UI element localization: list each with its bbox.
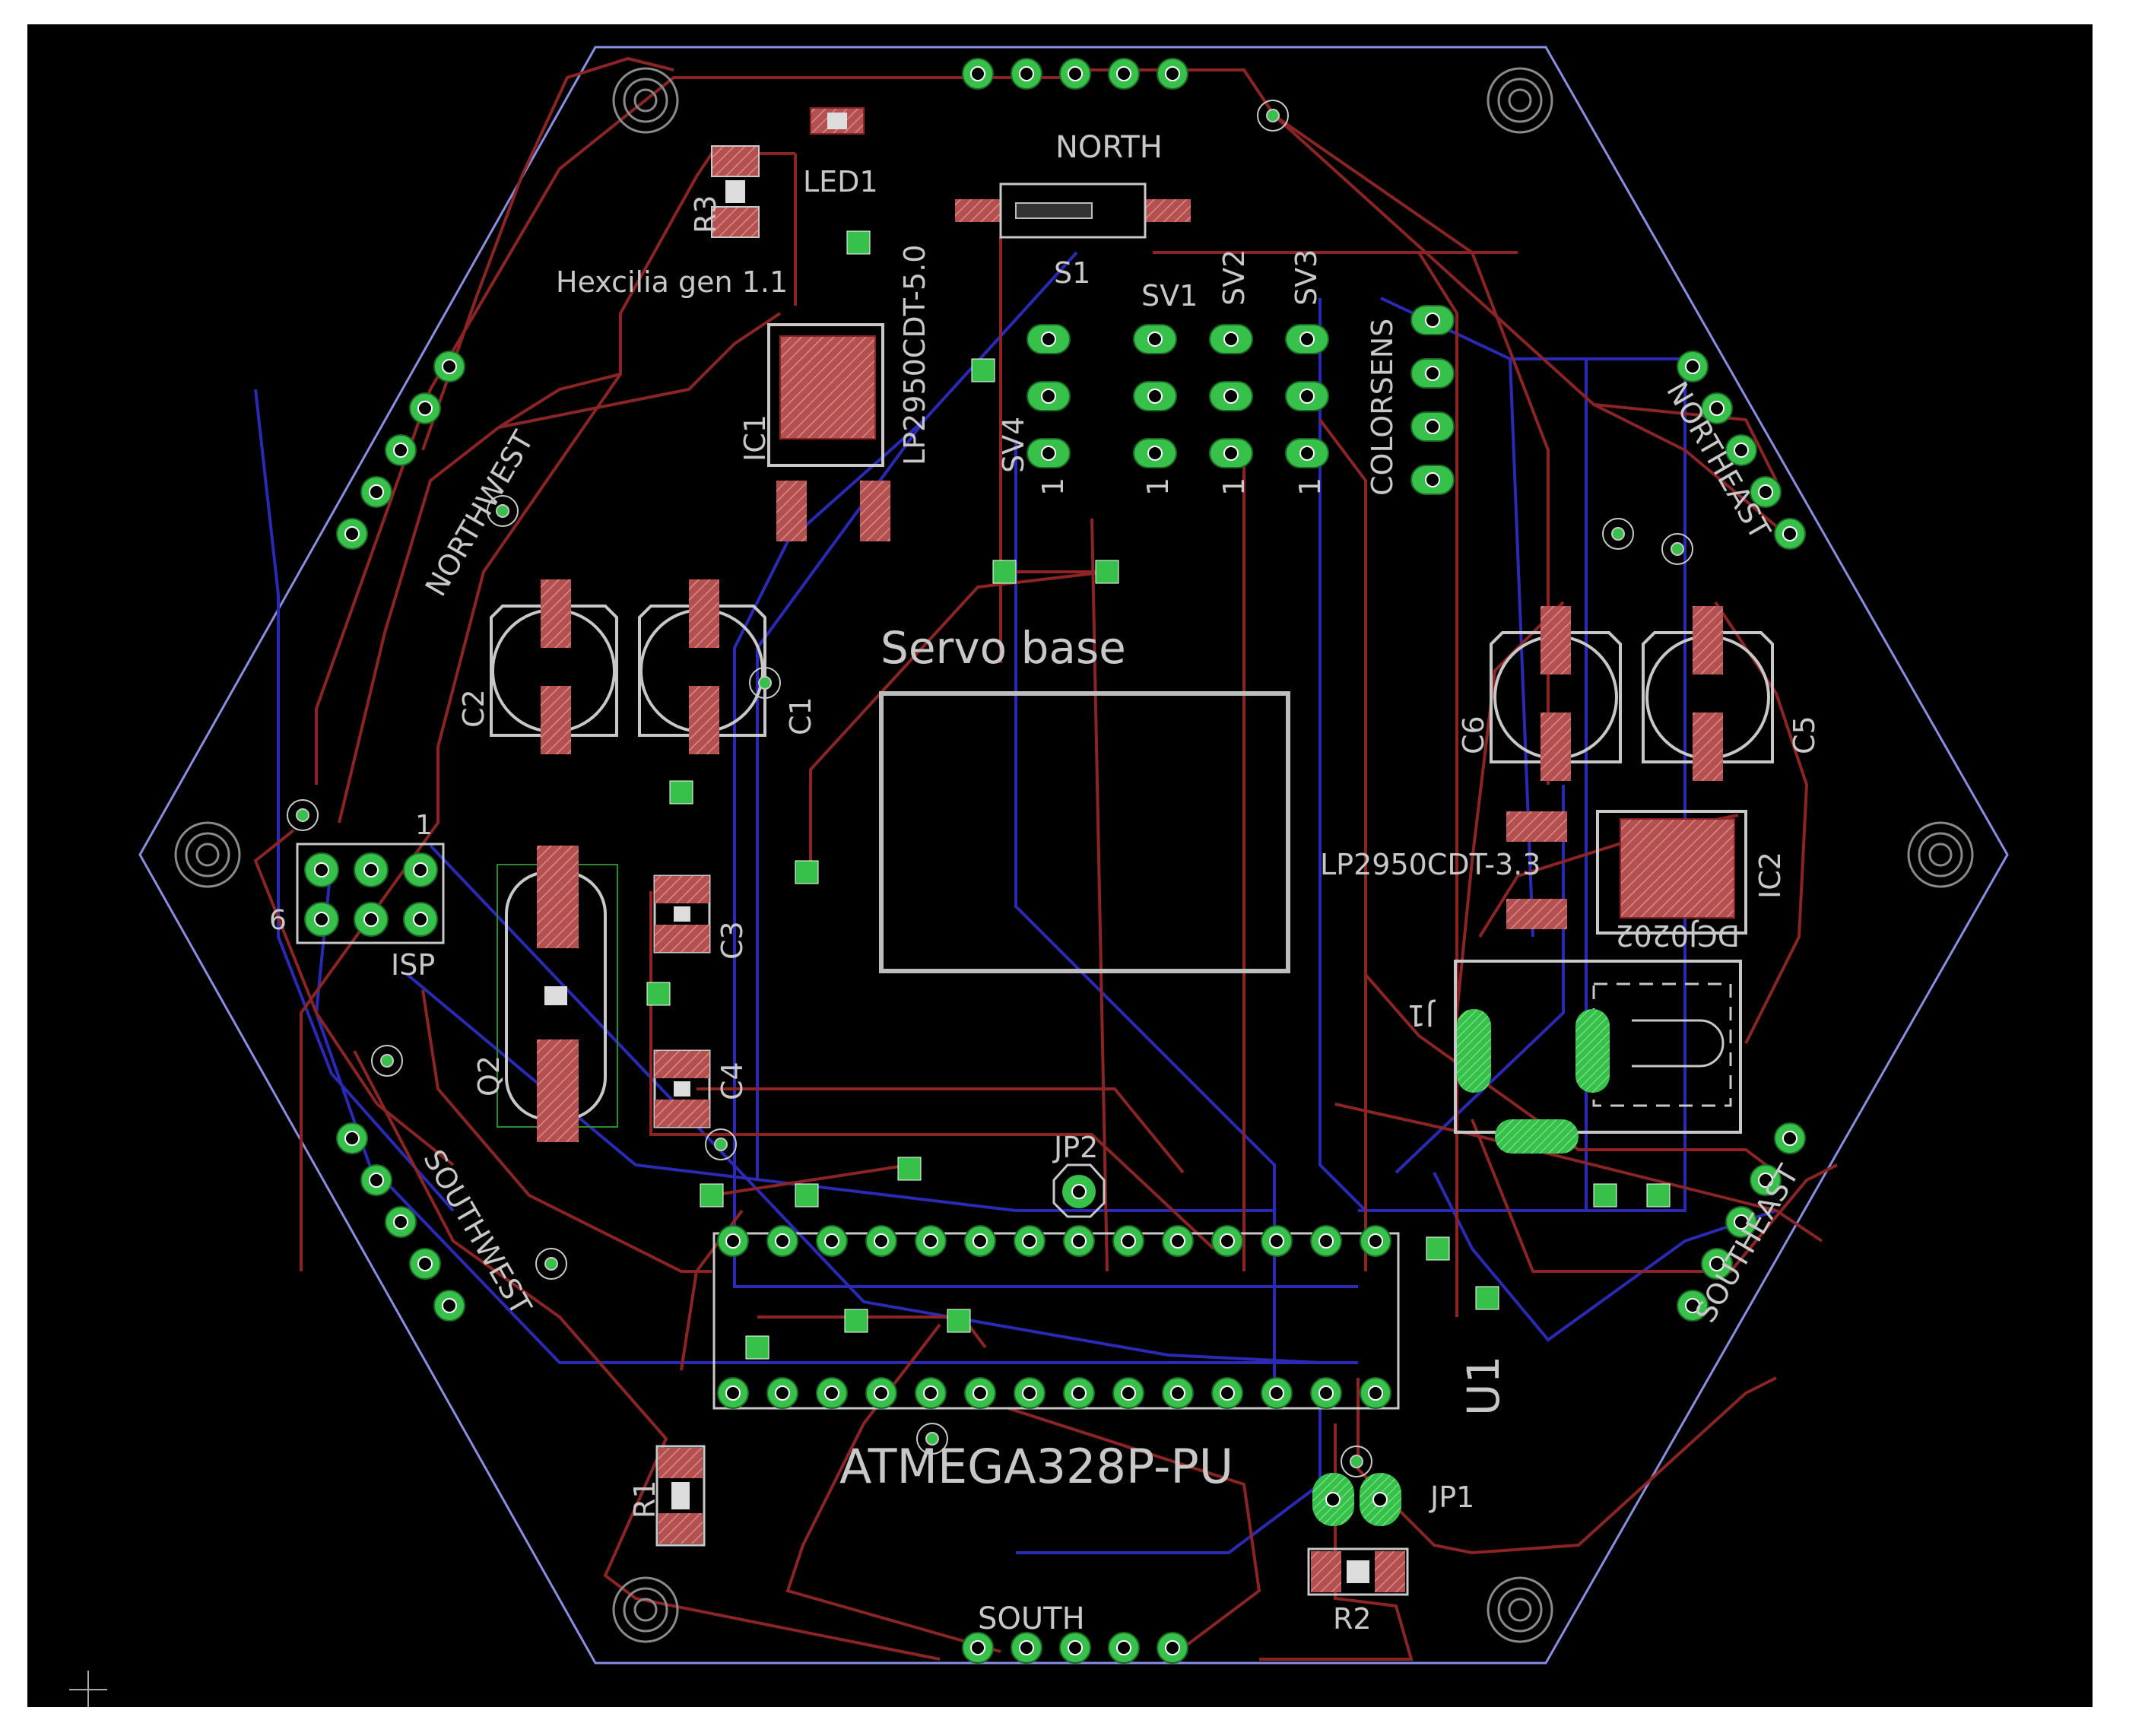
label-r3: R3 bbox=[689, 195, 722, 233]
c2-capacitor[interactable] bbox=[490, 579, 618, 754]
colorsens-header[interactable] bbox=[1410, 305, 1455, 495]
label-r1: R1 bbox=[628, 1480, 662, 1519]
label-jp1: JP1 bbox=[1429, 1481, 1474, 1514]
label-atmega: ATMEGA328P-PU bbox=[839, 1439, 1233, 1494]
s1-switch[interactable] bbox=[955, 182, 1191, 239]
label-north: NORTH bbox=[1055, 130, 1163, 165]
r2-resistor[interactable] bbox=[1307, 1547, 1409, 1596]
mount-hole-top-right bbox=[1487, 67, 1553, 134]
u1-atmega-package[interactable] bbox=[712, 1225, 1400, 1410]
northwest-header[interactable] bbox=[336, 351, 465, 550]
jp2-jumper[interactable] bbox=[1052, 1163, 1106, 1218]
c4-capacitor[interactable] bbox=[653, 1049, 711, 1128]
vias bbox=[646, 230, 1671, 1360]
mount-hole-bottom-right bbox=[1487, 1576, 1553, 1643]
label-c4: C4 bbox=[716, 1062, 749, 1100]
r1-resistor[interactable] bbox=[655, 1445, 706, 1547]
jp1-jumper[interactable] bbox=[1312, 1473, 1401, 1526]
label-sv1-pin1: 1 bbox=[1141, 478, 1175, 496]
label-sv1: SV1 bbox=[1141, 279, 1198, 313]
label-southeast: SOUTHEAST bbox=[1689, 1159, 1806, 1328]
label-sv3-pin1: 1 bbox=[1293, 478, 1327, 496]
label-sv2-pin1: 1 bbox=[1217, 478, 1251, 496]
label-ic1: IC1 bbox=[738, 414, 772, 462]
label-c1: C1 bbox=[784, 697, 817, 735]
mount-hole-bottom-left bbox=[612, 1576, 679, 1643]
label-south: SOUTH bbox=[978, 1601, 1085, 1636]
label-sv4: SV4 bbox=[997, 417, 1030, 473]
board-outline bbox=[138, 46, 2009, 1665]
sv-headers[interactable] bbox=[1026, 324, 1329, 468]
q2-crystal[interactable] bbox=[497, 846, 618, 1142]
southwest-header[interactable] bbox=[336, 1122, 465, 1322]
mount-hole-left bbox=[174, 821, 241, 888]
c5-capacitor[interactable] bbox=[1642, 606, 1774, 781]
pcb-layout[interactable]: Hexcilia gen 1.1 LED1 NORTH S1 SV1 Servo… bbox=[27, 24, 2093, 1707]
south-header[interactable] bbox=[962, 1632, 1188, 1664]
sv-header-holes bbox=[1041, 332, 1315, 461]
label-sv2: SV2 bbox=[1217, 249, 1251, 306]
label-led1: LED1 bbox=[803, 165, 878, 198]
label-sv3: SV3 bbox=[1290, 249, 1323, 306]
label-isp-pin6: 6 bbox=[269, 905, 287, 936]
label-jp2: JP2 bbox=[1052, 1131, 1098, 1164]
colorsens-holes bbox=[1425, 313, 1440, 487]
board-title: Hexcilia gen 1.1 bbox=[556, 265, 788, 299]
label-isp: ISP bbox=[391, 948, 435, 982]
label-c6: C6 bbox=[1457, 716, 1490, 754]
label-r2: R2 bbox=[1333, 1602, 1372, 1636]
c1-capacitor[interactable] bbox=[638, 579, 766, 754]
origin-crosshair-icon bbox=[69, 1671, 107, 1707]
label-q2: Q2 bbox=[472, 1055, 506, 1097]
north-header[interactable] bbox=[962, 58, 1188, 90]
top-copper-layer bbox=[253, 56, 1838, 1661]
label-lp33: LP2950CDT-3.3 bbox=[1320, 848, 1541, 881]
mount-hole-right bbox=[1907, 821, 1974, 888]
ic2-regulator[interactable] bbox=[1506, 810, 1747, 935]
label-c3: C3 bbox=[716, 921, 749, 960]
label-sv4-pin1: 1 bbox=[1036, 478, 1070, 496]
label-isp-pin1: 1 bbox=[415, 810, 433, 841]
label-lp50: LP2950CDT-5.0 bbox=[898, 245, 931, 465]
isp-header[interactable] bbox=[296, 843, 445, 944]
northeast-header[interactable] bbox=[1677, 351, 1806, 550]
j1-dc-jack[interactable] bbox=[1454, 960, 1742, 1154]
servo-base-outline bbox=[879, 691, 1290, 973]
label-servo-base: Servo base bbox=[881, 622, 1126, 674]
southeast-header[interactable] bbox=[1677, 1122, 1806, 1322]
c6-capacitor[interactable] bbox=[1490, 606, 1622, 781]
mounting-holes bbox=[174, 67, 1974, 1643]
label-c5: C5 bbox=[1788, 716, 1821, 754]
ic1-regulator[interactable] bbox=[767, 323, 890, 541]
label-c2: C2 bbox=[457, 689, 490, 728]
mount-hole-top-left bbox=[612, 67, 679, 134]
r3-resistor[interactable] bbox=[711, 145, 760, 238]
led1[interactable] bbox=[810, 107, 865, 135]
label-j1: J1 bbox=[1407, 998, 1436, 1032]
label-ic2: IC2 bbox=[1753, 852, 1787, 899]
label-colorsens: COLORSENS bbox=[1366, 319, 1399, 496]
round-vias bbox=[287, 100, 1693, 1477]
c3-capacitor[interactable] bbox=[653, 874, 711, 954]
label-s1: S1 bbox=[1054, 256, 1090, 290]
label-u1: U1 bbox=[1458, 1356, 1509, 1416]
label-northwest: NORTHWEST bbox=[419, 425, 541, 602]
label-dc-jack: DCJ0202 bbox=[1615, 919, 1740, 952]
pcb-canvas[interactable]: Hexcilia gen 1.1 LED1 NORTH S1 SV1 Servo… bbox=[27, 24, 2093, 1707]
